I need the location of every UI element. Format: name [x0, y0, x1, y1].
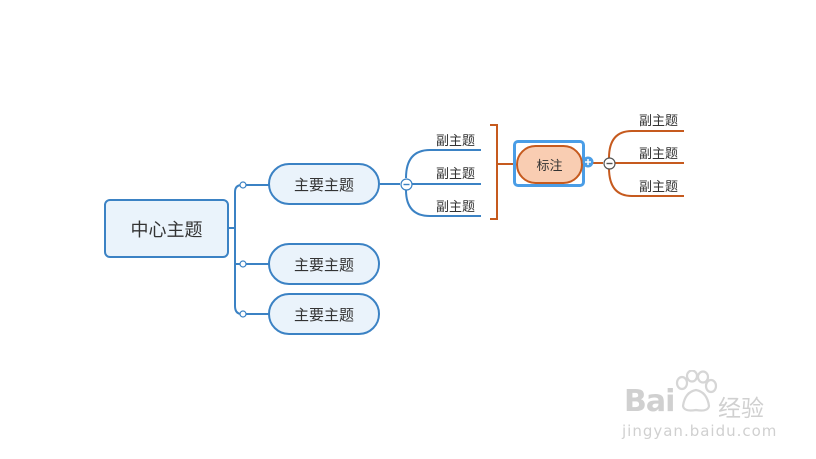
callout-subtopic-1[interactable]: 副主题 [639, 114, 679, 129]
collapse-toggle-icon[interactable] [400, 178, 413, 191]
watermark-brand-tail: 经验 [718, 396, 764, 422]
baidu-paw-icon [675, 370, 718, 412]
boundary-bracket [490, 124, 498, 220]
callout-topic[interactable]: 标注 [516, 145, 583, 184]
junction-dot-2 [239, 260, 247, 268]
add-topic-icon[interactable] [582, 156, 594, 168]
subtopic-3[interactable]: 副主题 [436, 200, 476, 215]
callout-connector-3 [608, 167, 684, 197]
callout-subtopic-2[interactable]: 副主题 [639, 147, 679, 162]
watermark-brand: Bai [624, 384, 675, 419]
subtopic-1[interactable]: 副主题 [436, 134, 476, 149]
central-topic[interactable]: 中心主题 [104, 199, 229, 258]
main-topic-1[interactable]: 主要主题 [268, 163, 380, 205]
junction-dot-3 [239, 310, 247, 318]
watermark-url: jingyan.baidu.com [622, 422, 778, 440]
callout-connector-1 [608, 130, 684, 159]
main-topic-3[interactable]: 主要主题 [268, 293, 380, 335]
connector-sub-1 [405, 149, 481, 179]
connector-sub-3 [405, 189, 481, 217]
subtopic-2[interactable]: 副主题 [436, 167, 476, 182]
callout-collapse-toggle-icon[interactable] [603, 157, 616, 170]
callout-subtopic-3[interactable]: 副主题 [639, 180, 679, 195]
junction-dot-1 [239, 181, 247, 189]
main-topic-2[interactable]: 主要主题 [268, 243, 380, 285]
